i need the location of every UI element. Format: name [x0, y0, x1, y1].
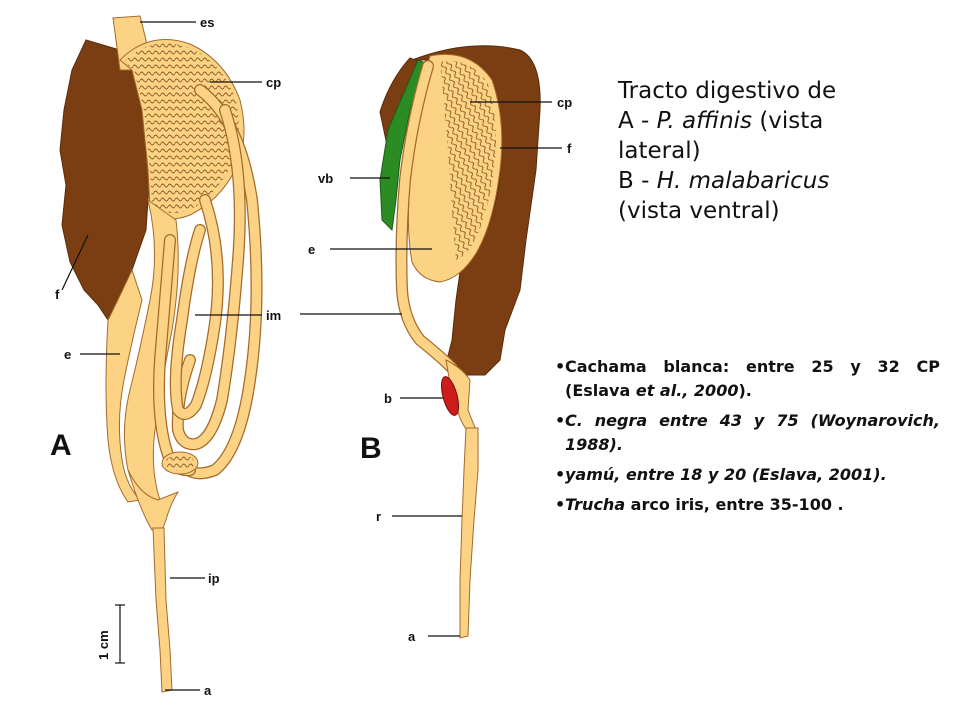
label-a-e: e — [64, 347, 71, 362]
bullet-list: Cachama blanca: entre 25 y 32 CP (Eslava… — [555, 355, 940, 523]
panel-b-caeca-texture — [440, 60, 496, 260]
label-a-es: es — [200, 15, 214, 30]
bullet-italic-text: Trucha — [565, 495, 626, 514]
label-b-r: r — [376, 509, 381, 524]
title-line-2: A - P. affinis (vista — [618, 106, 948, 136]
bullet-italic-text: C. negra entre 43 y 75 (Woynarovich, 198… — [565, 411, 940, 454]
bullet-text: Cachama blanca: entre 25 y 32 CP (Eslava — [565, 357, 940, 400]
label-a-cp: cp — [266, 75, 281, 90]
label-b-cp: cp — [557, 95, 572, 110]
title-line-4: B - H. malabaricus — [618, 166, 948, 196]
panel-b-spleen — [440, 376, 460, 416]
panel-a-stomach-left — [105, 268, 143, 503]
bullet-item: yamú, entre 18 y 20 (Eslava, 2001). — [555, 463, 940, 487]
title-line-5: (vista ventral) — [618, 198, 780, 224]
panel-a-intestine-loop-2-fill — [173, 105, 245, 449]
panel-a-drawing — [59, 15, 263, 693]
title-line-4-prefix: B - — [618, 168, 657, 194]
title-line-3: lateral) — [618, 138, 701, 164]
label-b-b: b — [384, 391, 392, 406]
panel-b-letter: B — [360, 432, 382, 465]
title-species-b: H. malabaricus — [656, 168, 830, 194]
figure-title: Tracto digestivo de A - P. affinis (vist… — [618, 76, 948, 226]
scale-bar-label: 1 cm — [96, 630, 111, 660]
bullet-text: ). — [738, 381, 752, 400]
label-a-im: im — [266, 308, 281, 323]
label-b-e: e — [308, 242, 315, 257]
panel-a-letter: A — [50, 429, 72, 462]
bullet-text: arco iris, entre 35-100 . — [625, 495, 844, 514]
bullet-item: Cachama blanca: entre 25 y 32 CP (Eslava… — [555, 355, 940, 403]
bullet-item: Trucha arco iris, entre 35-100 . — [555, 493, 940, 517]
label-b-f: f — [567, 141, 572, 156]
label-a-ip: ip — [208, 571, 220, 586]
bullet-italic-text: et al., 2000 — [635, 381, 739, 400]
label-b-a: a — [408, 629, 416, 644]
panel-b-rectum — [459, 427, 479, 639]
panel-b-descending — [445, 359, 477, 437]
label-a-f: f — [55, 287, 60, 302]
bullet-item: C. negra entre 43 y 75 (Woynarovich, 198… — [555, 409, 940, 457]
title-line-1: Tracto digestivo de — [618, 78, 837, 104]
label-b-vb: vb — [318, 171, 333, 186]
panel-a-posterior-intestine — [152, 527, 173, 693]
label-a-a: a — [204, 683, 212, 698]
panel-b-drawing — [379, 45, 541, 639]
panel-a-lower-body — [127, 469, 180, 531]
title-line-2-suffix: (vista — [752, 108, 824, 134]
panel-a-knot-texture — [165, 455, 195, 471]
panel-a-caeca-texture — [124, 43, 239, 214]
panel-a-intestine-loop-3-fill — [171, 195, 223, 419]
panel-b-stomach-fill — [396, 61, 457, 373]
title-species-a: P. affinis — [656, 108, 753, 134]
title-line-2-prefix: A - — [618, 108, 657, 134]
bullet-italic-text: yamú, entre 18 y 20 (Eslava, 2001). — [565, 465, 887, 484]
